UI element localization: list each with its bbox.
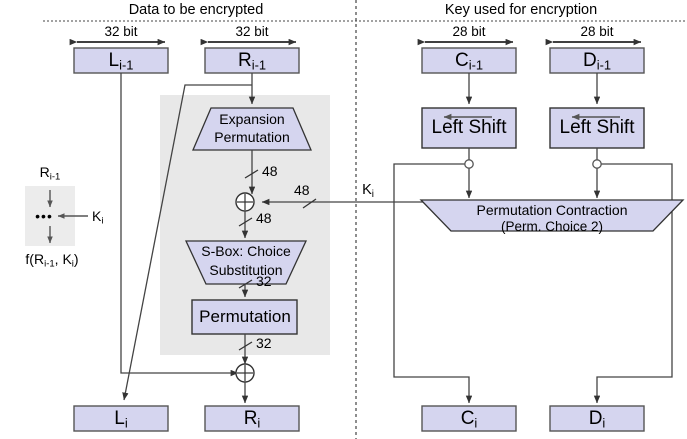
- width-label-left: 32 bit: [104, 24, 138, 39]
- legend-input-base: R: [39, 164, 50, 180]
- box-L-next: [73, 405, 169, 432]
- label-expansion-line1: Expansion: [219, 111, 285, 127]
- label-left-shift-d: Left Shift: [559, 117, 635, 138]
- label-L-next: Li: [114, 409, 127, 431]
- legend-output-mid: , K: [54, 251, 72, 267]
- label-L-next-base: L: [114, 408, 125, 429]
- legend-output-label: f(Ri-1, Ki): [25, 252, 78, 269]
- width-label-right: 32 bit: [235, 24, 269, 39]
- label-C-next-sub: i: [474, 415, 478, 431]
- wire-Lprev-to-xor2: [120, 73, 239, 377]
- wire-label-xor-out: 48: [256, 210, 272, 226]
- label-R-next-base: R: [243, 408, 258, 429]
- label-C-next: Ci: [461, 409, 478, 431]
- box-R-prev: [204, 47, 300, 74]
- label-contraction-line1: Permutation Contraction: [476, 202, 628, 218]
- label-expansion-line2: Permutation: [214, 129, 290, 145]
- legend-key-sub: i: [101, 215, 104, 227]
- label-permutation: Permutation: [199, 307, 291, 326]
- legend-output-sub2: i: [71, 258, 74, 270]
- label-C-prev-sub: i-1: [468, 57, 484, 73]
- wire-label-key-in: 48: [294, 182, 310, 198]
- wire-shiftd-bypass-to-Dnext: [593, 163, 673, 404]
- label-L-prev: Li-1: [109, 51, 134, 73]
- label-D-next-sub: i: [602, 415, 606, 431]
- label-L-prev-base: L: [108, 50, 120, 71]
- legend-input-sub: i-1: [49, 171, 61, 183]
- slash-48-key: [302, 198, 317, 209]
- label-C-prev-base: C: [454, 50, 469, 71]
- label-D-prev: Di-1: [583, 51, 611, 73]
- label-L-next-sub: i: [124, 415, 128, 431]
- label-C-next-base: C: [460, 408, 475, 429]
- box-D-prev: [549, 47, 645, 74]
- legend-output-prefix: f(R: [25, 251, 45, 267]
- label-R-prev-sub: i-1: [251, 57, 267, 73]
- wire-label-perm-out: 32: [256, 335, 272, 351]
- wire-label-sbox-out: 32: [256, 273, 272, 289]
- label-contraction-line2: (Perm. Choice 2): [500, 219, 604, 234]
- shape-expansion-permutation: [192, 107, 312, 151]
- slash-32-perm: [238, 341, 253, 351]
- label-R-next-sub: i: [257, 415, 261, 431]
- width-label-c: 28 bit: [452, 24, 486, 39]
- slash-48-xorout: [238, 217, 253, 227]
- wire-Rprev-to-Lnext: [122, 84, 252, 401]
- slash-32-sbox: [238, 279, 253, 289]
- wire-label-expansion-out: 48: [262, 163, 278, 179]
- label-R-prev-base: R: [237, 50, 252, 71]
- header-key-side: Key used for encryption: [444, 2, 598, 18]
- box-R-next: [204, 405, 300, 432]
- wire-shiftc-bypass-to-Cnext: [393, 163, 473, 404]
- box-C-prev: [421, 47, 517, 74]
- header-data-side: Data to be encrypted: [128, 2, 264, 18]
- box-D-next: [549, 405, 645, 432]
- label-R-prev: Ri-1: [238, 51, 266, 73]
- label-subkey-base: K: [362, 182, 372, 198]
- legend-input-label: Ri-1: [40, 165, 61, 182]
- label-D-next: Di: [589, 409, 606, 431]
- label-D-next-base: D: [588, 408, 603, 429]
- legend-output-sub1: i-1: [44, 258, 55, 270]
- label-sbox-line1: S-Box: Choice: [201, 243, 291, 259]
- shape-sbox-choice-substitution: [184, 240, 308, 285]
- label-sbox-line2: Substitution: [209, 262, 283, 278]
- label-D-prev-base: D: [582, 50, 597, 71]
- label-subkey-ki: Ki: [362, 183, 374, 200]
- legend-dots: •••: [35, 208, 53, 224]
- legend-key-base: K: [92, 208, 102, 224]
- box-C-next: [421, 405, 517, 432]
- box-L-prev: [73, 47, 169, 74]
- junction-node-d: [592, 159, 602, 169]
- label-L-prev-sub: i-1: [119, 57, 134, 73]
- label-C-prev: Ci-1: [455, 51, 483, 73]
- label-subkey-sub: i: [371, 188, 374, 200]
- label-R-next: Ri: [244, 409, 261, 431]
- box-left-shift-d: [549, 107, 645, 149]
- junction-node-c: [464, 159, 474, 169]
- legend-output-suffix: ): [73, 251, 79, 267]
- legend-key-label: Ki: [92, 209, 103, 226]
- label-left-shift-c: Left Shift: [431, 117, 507, 138]
- label-D-prev-sub: i-1: [596, 57, 612, 73]
- shape-permutation-contraction: [419, 199, 685, 232]
- width-label-d: 28 bit: [580, 24, 614, 39]
- slash-48-expansion: [244, 169, 259, 179]
